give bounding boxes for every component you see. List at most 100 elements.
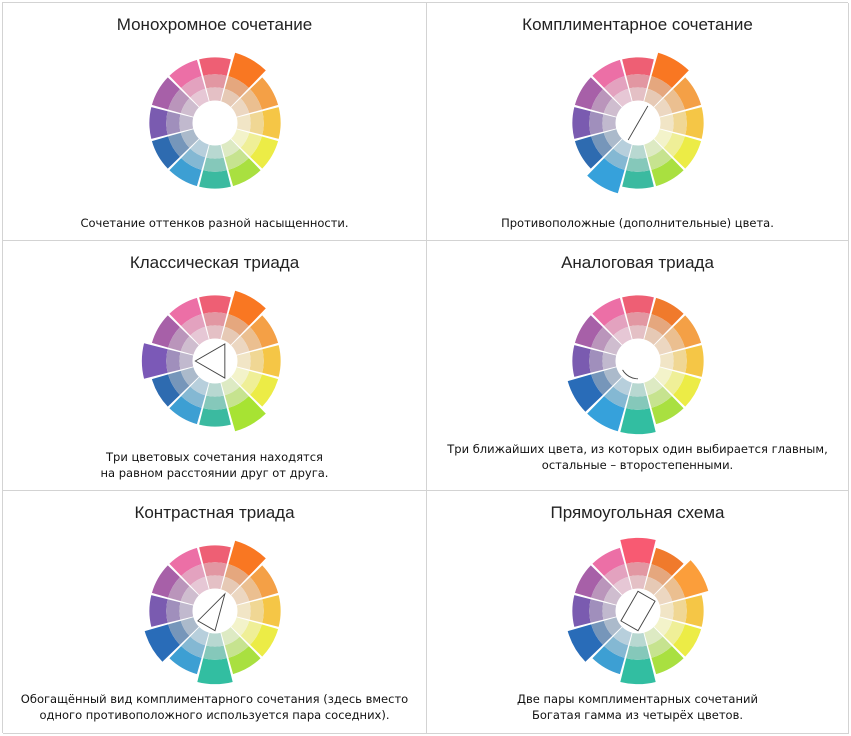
panel-monochrome: Монохромное сочетание Сочетание оттенков… — [3, 3, 427, 241]
wheel-segment — [202, 562, 227, 577]
highlighted-segment — [202, 645, 227, 660]
panel-description: Три ближайших цвета, из которых один выб… — [447, 442, 828, 472]
wheel-segment — [590, 132, 612, 157]
wheel-segment — [249, 111, 264, 135]
wheel-segment — [189, 627, 209, 646]
wheel-segment — [230, 367, 249, 386]
wheel-segment — [663, 327, 685, 352]
wheel-segment — [261, 595, 281, 627]
wheel-segment — [590, 327, 612, 352]
wheel-segment — [628, 325, 647, 340]
wheel-segment — [180, 636, 205, 658]
highlighted-segment — [612, 139, 632, 158]
highlighted-segment — [220, 88, 240, 107]
panel-title: Аналоговая триада — [561, 253, 714, 272]
wheel-segment — [672, 374, 701, 407]
wheel-segment — [205, 144, 224, 159]
wheel-segment — [672, 599, 687, 623]
wheel-segment — [189, 139, 209, 158]
highlighted-segment — [653, 586, 672, 605]
wheel-segment — [205, 87, 224, 102]
panel-title: Монохромное сочетание — [116, 15, 313, 34]
wheel-segment — [220, 627, 240, 646]
highlighted-segment — [628, 632, 647, 647]
wheel-segment — [236, 114, 251, 132]
wheel-segment — [625, 74, 650, 89]
wheel-segment — [189, 326, 209, 345]
wheel-segment — [571, 107, 591, 139]
wheel-segment — [647, 148, 672, 170]
wheel-segment — [202, 74, 227, 89]
wheel-segment — [647, 386, 672, 408]
wheel-segment — [189, 576, 209, 595]
highlighted-segment — [603, 386, 628, 408]
wheel-segment — [230, 336, 249, 355]
wheel-segment — [240, 89, 262, 114]
wheel-segment — [647, 314, 672, 336]
wheel-segment — [663, 620, 685, 645]
wheel-segment — [249, 624, 278, 657]
wheel-segment — [167, 89, 189, 114]
wheel-segment — [684, 595, 704, 627]
color-wheel — [141, 290, 281, 432]
wheel-segment — [625, 312, 650, 327]
wheel-segment — [574, 315, 603, 348]
wheel-segment — [168, 59, 202, 88]
wheel-segment — [240, 620, 262, 645]
highlighted-segment — [227, 396, 266, 432]
wheel-segment — [650, 158, 684, 187]
wheel-segment — [672, 315, 701, 348]
wheel-segment — [571, 345, 591, 377]
wheel-segment — [202, 157, 227, 172]
wheel-segment — [659, 352, 674, 370]
panel-title: Комплиментарное сочетание — [522, 15, 753, 34]
highlighted-segment — [628, 575, 647, 590]
wheel-segment — [151, 565, 180, 598]
wheel-segment — [591, 59, 625, 88]
wheel-segment — [168, 396, 202, 425]
wheel-segment — [653, 336, 672, 355]
wheel-segment — [180, 148, 205, 170]
wheel-segment — [224, 148, 249, 170]
wheel-segment — [180, 564, 205, 586]
wheel-segment — [261, 107, 281, 139]
highlighted-segment — [619, 537, 656, 564]
highlighted-segment — [603, 367, 622, 386]
analog-arc — [621, 369, 638, 380]
wheel-segment — [167, 327, 189, 352]
wheel-segment — [167, 132, 189, 157]
wheel-segment — [249, 599, 264, 623]
panel-description: Обогащённый вид комплиментарного сочетан… — [20, 692, 409, 722]
wheel-segment — [647, 564, 672, 586]
wheel-segment — [650, 396, 684, 425]
wheel-segment — [603, 98, 622, 117]
wheel-segment — [574, 565, 603, 598]
wheel-segment — [672, 349, 687, 373]
highlighted-segment — [220, 326, 240, 345]
wheel-segment — [612, 576, 632, 595]
wheel-segment — [168, 158, 202, 187]
highlighted-segment — [205, 632, 224, 647]
wheel-segment — [659, 114, 674, 132]
highlighted-segment — [220, 377, 240, 396]
wheel-segment — [240, 327, 262, 352]
wheel-segment — [672, 136, 701, 169]
wheel-segment — [612, 88, 632, 107]
wheel-segment — [230, 617, 249, 636]
wheel-segment — [663, 132, 685, 157]
wheel-segment — [180, 586, 199, 605]
wheel-segment — [230, 586, 249, 605]
wheel-segment — [240, 577, 262, 602]
wheel-segment — [168, 547, 202, 576]
color-wheel — [148, 52, 281, 189]
panel-complementary: Комплиментарное сочетание Противоположны… — [427, 3, 849, 241]
wheel-segment — [198, 545, 231, 564]
highlighted-segment — [603, 148, 628, 170]
color-wheel — [567, 295, 704, 435]
color-wheel — [567, 537, 708, 685]
wheel-segment — [205, 325, 224, 340]
wheel-segment — [198, 57, 231, 76]
wheel-segment — [198, 295, 231, 314]
highlighted-segment — [625, 645, 650, 660]
